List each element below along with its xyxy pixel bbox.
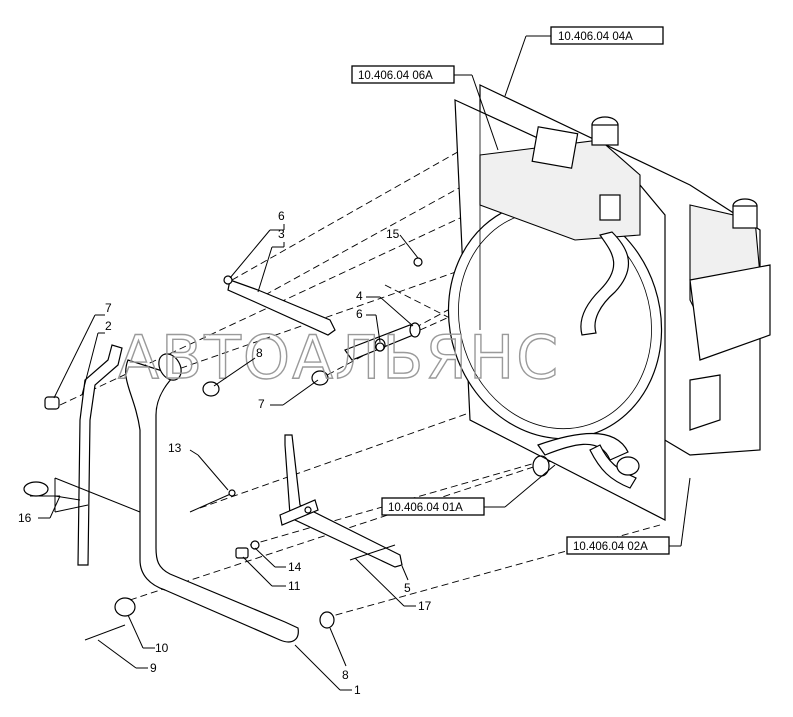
callout-10: 10 <box>155 641 169 655</box>
callout-4: 4 <box>356 289 363 303</box>
radiator-assembly <box>447 84 771 521</box>
callout-1: 1 <box>354 683 361 697</box>
callout-14: 14 <box>288 560 302 574</box>
callout-7b: 7 <box>105 301 112 315</box>
ref-box-04A: 10.406.04 04A <box>504 26 664 97</box>
callout-17: 17 <box>418 599 432 613</box>
ref-label-06A: 10.406.04 06A <box>358 70 433 82</box>
callout-3: 3 <box>278 227 285 241</box>
callout-2: 2 <box>105 319 112 333</box>
callout-6: 6 <box>278 209 285 223</box>
callouts: 6 3 15 4 6 8 7 7 2 13 16 <box>18 209 432 697</box>
clamps-and-bolts <box>23 257 423 641</box>
callout-16: 16 <box>18 511 32 525</box>
callout-9: 9 <box>150 661 157 675</box>
callout-8b: 8 <box>342 668 349 682</box>
callout-15: 15 <box>386 227 400 241</box>
watermark: АВТОАЛЬЯНС <box>118 323 560 393</box>
callout-13: 13 <box>168 441 182 455</box>
callout-7: 7 <box>258 397 265 411</box>
callout-8: 8 <box>256 346 263 360</box>
callout-5: 5 <box>404 581 411 595</box>
callout-6b: 6 <box>356 307 363 321</box>
ref-box-06A: 10.406.04 06A <box>351 65 499 151</box>
ref-label-02A: 10.406.04 02A <box>573 541 648 553</box>
ref-label-01A: 10.406.04 01A <box>388 502 463 514</box>
callout-11: 11 <box>288 579 301 593</box>
hose-parts <box>77 279 421 643</box>
ref-box-02A: 10.406.04 02A <box>566 477 691 555</box>
ref-box-01A: 10.406.04 01A <box>381 464 556 516</box>
ref-label-04A: 10.406.04 04A <box>558 31 633 43</box>
